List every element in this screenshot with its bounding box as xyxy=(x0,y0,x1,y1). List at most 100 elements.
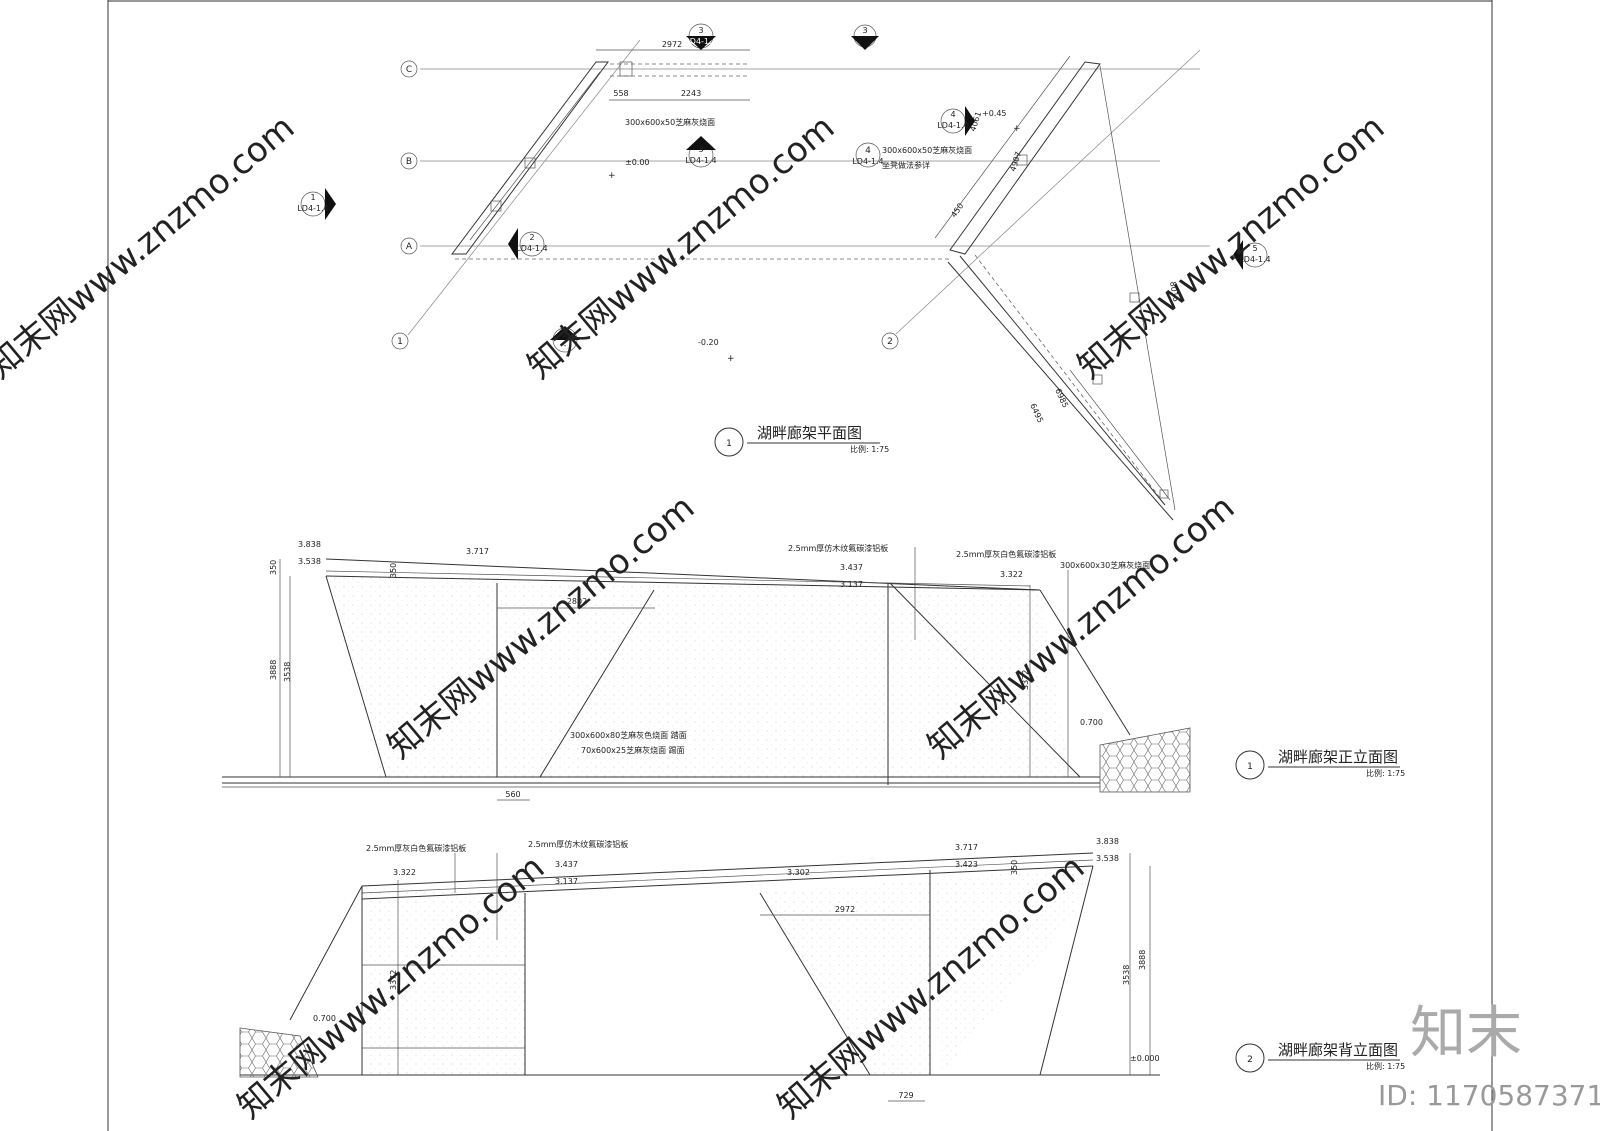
level-cross-icon: + xyxy=(727,354,735,364)
grid-label-a: A xyxy=(406,242,413,252)
grid-label-b: B xyxy=(406,157,412,167)
grid-row-b: B xyxy=(400,152,1160,170)
dim-2972-back: 2972 xyxy=(835,905,855,914)
id-label: ID: 1170587371 xyxy=(1378,1079,1600,1112)
level-3838-back: 3.838 xyxy=(1096,837,1119,846)
svg-text:LD4-1.4: LD4-1.4 xyxy=(297,204,328,213)
dim-3372: 3372 xyxy=(1021,670,1030,690)
level-0700: 0.700 xyxy=(1080,718,1103,727)
dim-558: 558 xyxy=(613,89,628,98)
section-marker-2-bottom: 2 - xyxy=(550,326,580,353)
level-cross-icon: + xyxy=(1013,124,1021,134)
section-marker-2-a: 2 LD4-1.4 xyxy=(508,228,548,260)
svg-text:LD4-1.4: LD4-1.4 xyxy=(1239,255,1270,264)
watermark-text: 知末网www.znzmo.com xyxy=(0,107,302,386)
note-tread: 300x600x80芝麻灰色烧面 踏面 xyxy=(570,730,687,740)
grid-row-a: A xyxy=(400,237,1210,255)
dim-3372-back: 3372 xyxy=(389,970,398,990)
section-marker-5: 5 LD4-1.4 xyxy=(1233,240,1271,270)
grid-label-c: C xyxy=(406,65,412,75)
dim-3888: 3888 xyxy=(269,660,278,680)
level-3322-back: 3.322 xyxy=(393,868,416,877)
section-marker-1-left: 1 LD4-1.4 xyxy=(297,188,336,220)
svg-text:LD4-1.4: LD4-1.4 xyxy=(685,37,716,46)
dim-450: 450 xyxy=(949,201,965,219)
plan-index: 1 xyxy=(726,439,732,449)
back-title-block: 2 湖畔廊架背立面图 比例: 1:75 xyxy=(1235,1041,1405,1073)
dim-3538: 3538 xyxy=(283,662,292,682)
dim-2243: 2243 xyxy=(681,89,701,98)
sheet-border xyxy=(107,0,1493,1131)
level-3538-back: 3.538 xyxy=(1096,854,1119,863)
back-index: 2 xyxy=(1247,1055,1253,1065)
section-marker-3-top2: 3 xyxy=(851,24,879,50)
note-paving-2: 300x600x50芝麻灰烧面 xyxy=(882,145,972,155)
level-cross-icon: + xyxy=(608,171,616,181)
dim-6985: 6985 xyxy=(1053,387,1070,409)
dim-2802: 2802 xyxy=(567,597,587,606)
note-paving: 300x600x50芝麻灰烧面 xyxy=(625,117,715,127)
level-3423-back: 3.423 xyxy=(955,860,978,869)
svg-text:LD4-1.4: LD4-1.4 xyxy=(937,121,968,130)
section-marker-3-top: 3 LD4-1.4 xyxy=(685,23,717,50)
level-3302-back: 3.302 xyxy=(787,868,810,877)
svg-text:LD4-1.4: LD4-1.4 xyxy=(852,157,883,166)
level-3137: 3.137 xyxy=(840,580,863,589)
back-title: 湖畔廊架背立面图 xyxy=(1278,1041,1398,1059)
level-045: +0.45 xyxy=(982,109,1007,118)
front-index: 1 xyxy=(1247,762,1253,772)
level-3322: 3.322 xyxy=(1000,570,1023,579)
svg-text:1: 1 xyxy=(310,193,315,202)
svg-text:-: - xyxy=(564,341,567,350)
svg-text:5: 5 xyxy=(1252,244,1257,253)
level-minus-020: -0.20 xyxy=(698,338,719,347)
svg-text:3: 3 xyxy=(862,26,867,35)
back-scale: 比例: 1:75 xyxy=(1366,1061,1405,1071)
grid-label-1: 1 xyxy=(397,337,403,347)
dim-4907: 4907 xyxy=(1008,150,1023,172)
level-0000-back: ±0.000 xyxy=(1130,1054,1160,1063)
note-grey-panel-back: 2.5mm厚灰白色氟碳漆铝板 xyxy=(366,843,466,853)
front-title-block: 1 湖畔廊架正立面图 比例: 1:75 xyxy=(1235,748,1405,780)
front-elevation: 350 3888 3538 350 2802 3372 560 3.838 3.… xyxy=(222,540,1405,801)
svg-text:3: 3 xyxy=(698,145,703,154)
back-elevation: 2972 3372 350 3538 3888 729 3.322 3.437 … xyxy=(239,837,1405,1102)
level-3838: 3.838 xyxy=(298,540,321,549)
watermark-text: 知末网www.znzmo.com xyxy=(1070,107,1392,386)
svg-text:3: 3 xyxy=(698,26,703,35)
note-riser: 70x600x25芝麻灰烧面 踢面 xyxy=(581,745,685,755)
note-wood-panel-back: 2.5mm厚仿木纹氟碳漆铝板 xyxy=(528,839,628,849)
section-marker-3-mid: 3 LD4-1.4 xyxy=(685,136,717,168)
plan-title-block: 1 湖畔廊架平面图 比例: 1:75 xyxy=(714,424,889,457)
level-3437-back: 3.437 xyxy=(555,860,578,869)
dim-6495: 6495 xyxy=(1028,402,1045,424)
dim-2972: 2972 xyxy=(662,40,682,49)
brand-logo: 知末 ID: 1170587371 xyxy=(1378,1001,1600,1112)
svg-text:LD4-1.4: LD4-1.4 xyxy=(685,156,716,165)
dim-560: 560 xyxy=(505,790,520,799)
plan-title: 湖畔廊架平面图 xyxy=(757,424,862,442)
watermark-text: 知末网www.znzmo.com xyxy=(520,107,842,386)
svg-text:4: 4 xyxy=(950,110,955,119)
level-0700-back: 0.700 xyxy=(313,1014,336,1023)
logo-text: 知末 xyxy=(1410,1001,1522,1066)
front-scale: 比例: 1:75 xyxy=(1366,768,1405,778)
level-000: ±0.00 xyxy=(625,158,650,167)
section-marker-4: 4 LD4-1.4 xyxy=(852,142,884,168)
front-title: 湖畔廊架正立面图 xyxy=(1278,748,1398,766)
level-3437: 3.437 xyxy=(840,563,863,572)
level-3717: 3.717 xyxy=(466,547,489,556)
dim-350-back: 350 xyxy=(1010,860,1019,875)
plan-scale: 比例: 1:75 xyxy=(850,444,889,454)
section-marker-4-b: 4 LD4-1.4 xyxy=(937,106,975,136)
note-grey-panel: 2.5mm厚灰白色氟碳漆铝板 xyxy=(956,549,1056,559)
level-3137-back: 3.137 xyxy=(555,877,578,886)
grid-col-2: 2 xyxy=(881,49,1201,350)
dim-350a: 350 xyxy=(269,560,278,575)
svg-text:4: 4 xyxy=(865,146,871,156)
svg-text:LD4-1.4: LD4-1.4 xyxy=(516,244,547,253)
plan-notes: 300x600x50芝麻灰烧面 300x600x50芝麻灰烧面 坐凳做法参详 +… xyxy=(608,109,1021,364)
dim-350b: 350 xyxy=(389,563,398,578)
svg-text:2: 2 xyxy=(562,330,567,339)
